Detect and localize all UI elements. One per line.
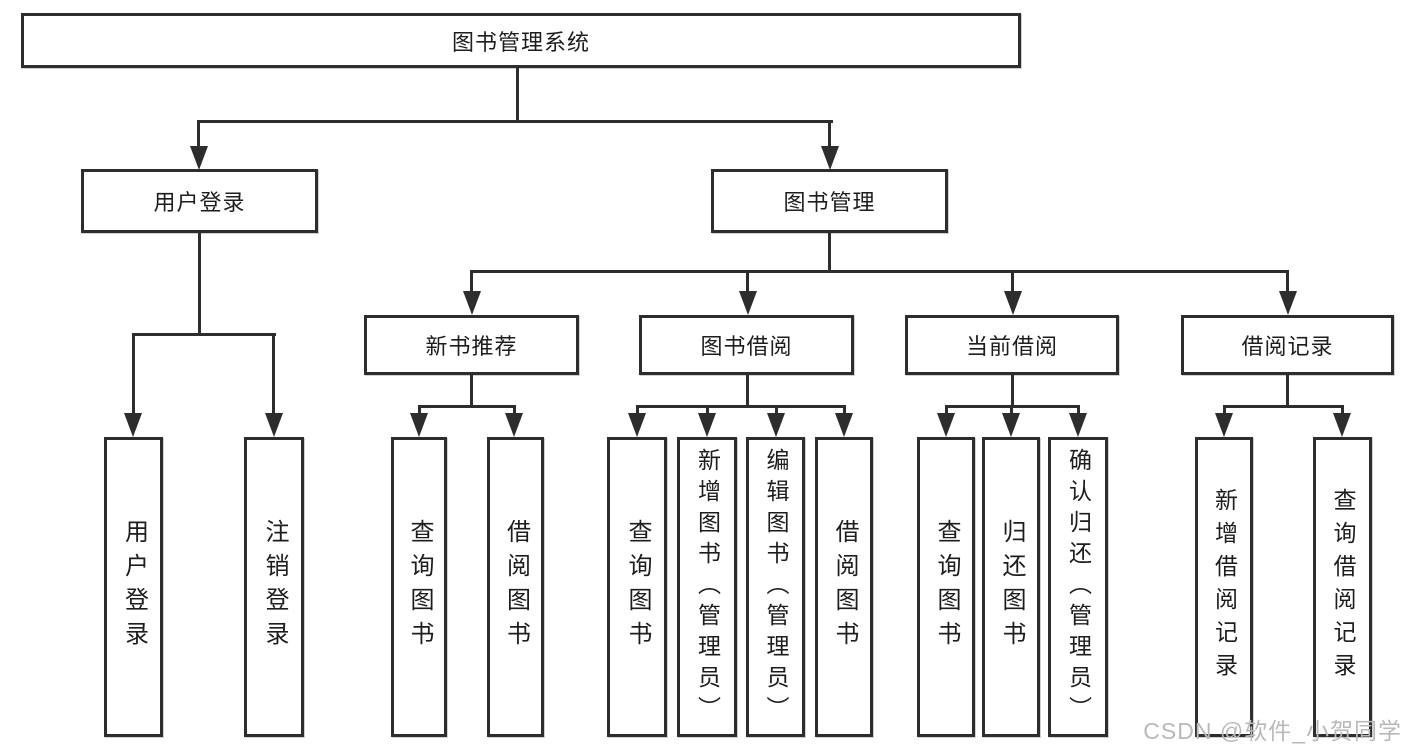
arrow-down-icon — [124, 413, 142, 437]
arrow-down-icon — [767, 413, 785, 437]
connector-line — [636, 405, 846, 408]
connector-line — [470, 375, 473, 407]
arrow-down-icon — [1004, 291, 1022, 315]
arrow-down-icon — [739, 291, 757, 315]
connector-line — [470, 270, 473, 294]
connector-line — [197, 120, 833, 123]
leaf-add-books-admin-label: 新增图书（管理员） — [694, 447, 721, 727]
arrow-down-icon — [821, 146, 839, 170]
connector-line — [746, 270, 749, 294]
connector-line — [706, 405, 709, 415]
connector-line — [1341, 405, 1344, 415]
node-user-login: 用户登录 — [81, 169, 318, 233]
connector-line — [636, 405, 639, 415]
leaf-return-books-label: 归还图书 — [998, 519, 1025, 655]
leaf-confirm-return-admin-label: 确认归还（管理员） — [1065, 447, 1092, 727]
node-user-login-label: 用户登录 — [153, 190, 246, 215]
leaf-query-books-borrowing: 查询图书 — [607, 437, 667, 737]
arrow-down-icon — [410, 413, 428, 437]
leaf-edit-books-admin: 编辑图书（管理员） — [746, 437, 805, 737]
csdn-watermark: CSDN @软件_小贺同学 — [1143, 718, 1402, 744]
leaf-add-books-admin: 新增图书（管理员） — [677, 437, 737, 737]
connector-line — [945, 405, 948, 415]
leaf-borrow-books-recommend: 借阅图书 — [487, 437, 544, 737]
leaf-confirm-return-admin: 确认归还（管理员） — [1048, 437, 1108, 737]
node-root-label: 图书管理系统 — [451, 29, 590, 55]
connector-line — [1286, 270, 1289, 294]
node-new-book-recommend: 新书推荐 — [364, 315, 579, 375]
arrow-down-icon — [937, 413, 955, 437]
leaf-query-books-current-label: 查询图书 — [933, 519, 960, 655]
connector-line — [828, 233, 831, 272]
leaf-add-borrow-record-label: 新增借阅记录 — [1211, 488, 1238, 686]
connector-line — [1077, 405, 1080, 415]
leaf-return-books: 归还图书 — [982, 437, 1040, 737]
connector-line — [470, 270, 1289, 273]
leaf-borrow-books-recommend-label: 借阅图书 — [502, 519, 530, 655]
arrow-down-icon — [1279, 291, 1297, 315]
leaf-query-books-recommend-label: 查询图书 — [406, 519, 433, 655]
connector-line — [1286, 375, 1289, 407]
leaf-user-login: 用户登录 — [104, 437, 163, 737]
arrow-down-icon — [265, 413, 283, 437]
node-book-borrowing-label: 图书借阅 — [700, 334, 793, 359]
connector-line — [1223, 405, 1226, 415]
arrow-down-icon — [463, 291, 481, 315]
arrow-down-icon — [1215, 413, 1233, 437]
connector-line — [1010, 405, 1013, 415]
connector-line — [516, 68, 519, 122]
arrow-down-icon — [505, 413, 523, 437]
connector-line — [1011, 270, 1014, 294]
leaf-borrow-books-label: 借阅图书 — [831, 519, 858, 655]
connector-line — [418, 405, 421, 415]
leaf-logout: 注销登录 — [244, 437, 304, 737]
node-book-borrowing: 图书借阅 — [639, 315, 854, 375]
arrow-down-icon — [1333, 413, 1351, 437]
node-current-borrowing: 当前借阅 — [905, 315, 1119, 375]
leaf-edit-books-admin-label: 编辑图书（管理员） — [763, 447, 789, 727]
leaf-query-books-recommend: 查询图书 — [391, 437, 447, 737]
connector-line — [775, 405, 778, 415]
connector-line — [272, 333, 275, 415]
leaf-query-books-borrowing-label: 查询图书 — [624, 519, 651, 655]
node-current-borrowing-label: 当前借阅 — [965, 334, 1058, 359]
node-borrowing-records: 借阅记录 — [1181, 315, 1394, 375]
arrow-down-icon — [1069, 413, 1087, 437]
node-book-management: 图书管理 — [711, 169, 948, 233]
leaf-query-borrow-record: 查询借阅记录 — [1313, 437, 1372, 737]
connector-line — [418, 405, 516, 408]
connector-line — [1223, 405, 1344, 408]
connector-line — [132, 333, 135, 415]
connector-line — [198, 233, 201, 335]
connector-line — [132, 333, 276, 336]
connector-line — [197, 120, 200, 148]
node-book-management-label: 图书管理 — [783, 190, 876, 215]
arrow-down-icon — [1002, 413, 1020, 437]
connector-line — [513, 405, 516, 415]
leaf-logout-label: 注销登录 — [261, 519, 288, 655]
leaf-query-books-current: 查询图书 — [917, 437, 975, 737]
arrow-down-icon — [698, 413, 716, 437]
leaf-borrow-books: 借阅图书 — [815, 437, 873, 737]
node-root: 图书管理系统 — [21, 13, 1021, 68]
node-borrowing-records-label: 借阅记录 — [1241, 334, 1334, 359]
node-new-book-recommend-label: 新书推荐 — [425, 334, 518, 359]
connector-line — [828, 120, 831, 148]
connector-line — [746, 375, 749, 407]
connector-line — [1011, 375, 1014, 407]
leaf-add-borrow-record: 新增借阅记录 — [1195, 437, 1253, 737]
leaf-user-login-label: 用户登录 — [120, 519, 148, 655]
arrow-down-icon — [835, 413, 853, 437]
arrow-down-icon — [190, 146, 208, 170]
connector-line — [843, 405, 846, 415]
arrow-down-icon — [628, 413, 646, 437]
leaf-query-borrow-record-label: 查询借阅记录 — [1330, 488, 1356, 686]
